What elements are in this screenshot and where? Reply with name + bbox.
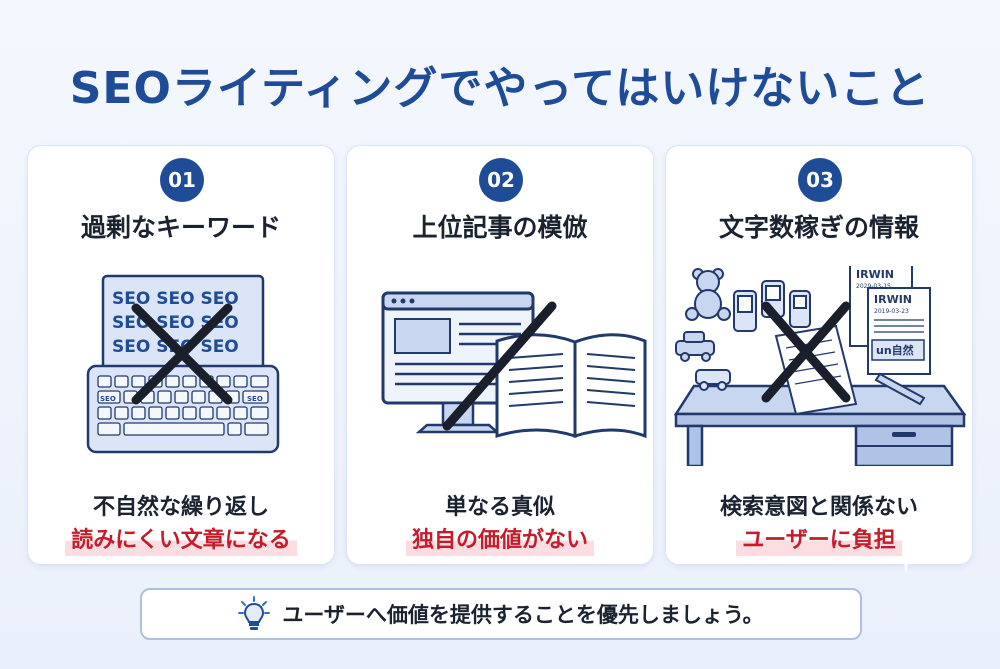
card-number: 01 (160, 158, 204, 202)
lightbulb-icon (238, 596, 271, 630)
doc-title: IRWIN (856, 268, 894, 281)
paper-document-icon: IRWIN 2029-03-15 IRWIN 2019-03-23 un自然 (849, 266, 931, 375)
doc-date: 2029-03-15 (856, 283, 891, 290)
doc-title: IRWIN (874, 293, 912, 306)
seo-text: SEO SEO SEO (112, 289, 239, 309)
card-imitating-top-articles: 02 上位記事の模倣 単なる真似 独自の価値がない (346, 145, 654, 565)
seo-key-label: SEO (100, 395, 116, 403)
seo-key-label: SEO (247, 395, 263, 403)
problem-text: 検索意図と関係ない (719, 495, 918, 520)
page-title: SEOライティングでやってはいけないこと (69, 63, 931, 114)
consequence-text: ユーザーに負担 (736, 522, 902, 556)
problem-text: 不自然な繰り返し (92, 495, 269, 520)
cluttered-desk-illustration: IRWIN 2029-03-15 IRWIN 2019-03-23 un自然 (673, 266, 967, 466)
teddy-bear-icon (685, 268, 731, 321)
toy-truck-icon (695, 369, 731, 391)
sparkle-icon (893, 548, 919, 574)
card-title: 上位記事の模倣 (412, 213, 588, 242)
copy-article-illustration (381, 291, 647, 439)
pencil-icon (874, 372, 926, 406)
card-title: 文字数稼ぎの情報 (718, 213, 919, 242)
consequence-text: 読みにくい文章になる (65, 522, 297, 556)
card-title: 過剰なキーワード (80, 213, 281, 242)
devices-icon (733, 280, 811, 332)
slash-mark-icon (442, 301, 557, 431)
consequence-text: 独自の価値がない (405, 522, 594, 556)
doc-note: un自然 (876, 343, 914, 357)
tip-banner: ユーザーへ価値を提供することを優先しましょう。 (140, 588, 862, 640)
card-padding-word-count: 03 文字数稼ぎの情報 IRWIN (665, 145, 973, 565)
card-number: 02 (479, 158, 523, 202)
cross-mark-icon (131, 303, 233, 405)
toy-car-icon (675, 331, 715, 362)
card-excessive-keywords: 01 過剰なキーワード SEO SEO SEO SEO SEO SEO SEO … (27, 145, 335, 565)
tip-text: ユーザーへ価値を提供することを優先しましょう。 (282, 603, 764, 627)
doc-date: 2019-03-23 (874, 308, 909, 315)
problem-text: 単なる真似 (444, 495, 555, 520)
cross-mark-icon (761, 301, 851, 403)
card-number: 03 (798, 158, 842, 202)
keyword-stuffing-illustration: SEO SEO SEO SEO SEO SEO SEO SEO SEO SE (86, 274, 280, 454)
